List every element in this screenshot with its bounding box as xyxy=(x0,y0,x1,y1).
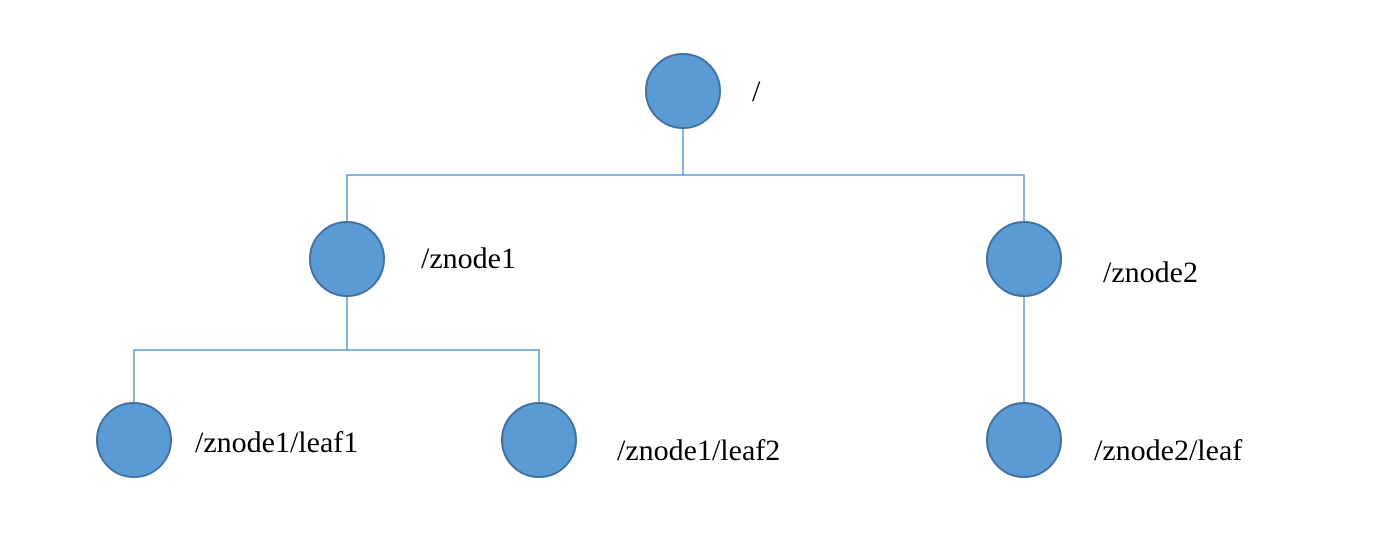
node-circle xyxy=(309,221,385,297)
tree-node-znode1-leaf2: /znode1/leaf2 xyxy=(501,402,780,478)
node-circle xyxy=(645,53,721,129)
node-label-znode1-leaf1: /znode1/leaf1 xyxy=(195,426,358,459)
tree-node-root: / xyxy=(645,53,761,129)
node-label-root: / xyxy=(752,75,761,108)
node-label-znode2-leaf: /znode2/leaf xyxy=(1094,434,1242,467)
node-label-znode1-leaf2: /znode1/leaf2 xyxy=(617,434,780,467)
node-circle xyxy=(96,402,172,478)
tree-node-znode2: /znode2 xyxy=(986,221,1198,297)
edge-root-to-znode2 xyxy=(683,174,1025,222)
node-label-znode2: /znode2 xyxy=(1103,256,1198,289)
node-circle xyxy=(501,402,577,478)
edge-znode1-to-leaf1 xyxy=(133,297,348,403)
tree-connectors xyxy=(133,128,1025,403)
node-label-znode1: /znode1 xyxy=(421,242,516,275)
edge-znode1-to-leaf2 xyxy=(347,349,540,403)
edge-root-to-znode1 xyxy=(346,128,684,222)
tree-node-znode2-leaf: /znode2/leaf xyxy=(986,402,1242,478)
tree-node-znode1-leaf1: /znode1/leaf1 xyxy=(96,402,358,478)
tree-node-znode1: /znode1 xyxy=(309,221,516,297)
node-circle xyxy=(986,221,1062,297)
node-circle xyxy=(986,402,1062,478)
